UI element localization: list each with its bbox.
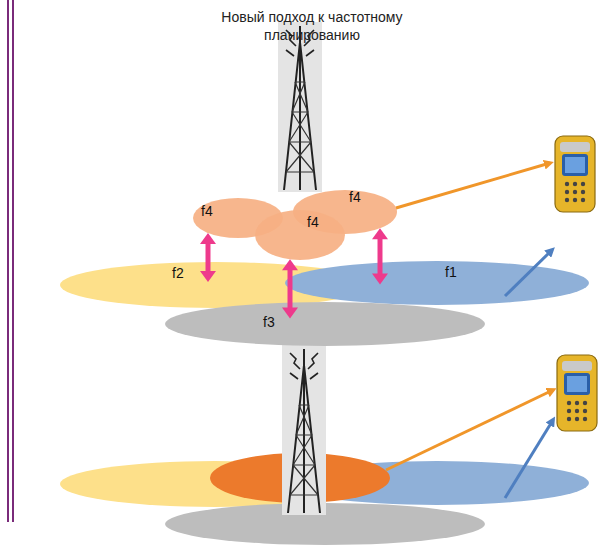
frequency-label: f4 [349, 189, 361, 205]
cell-ellipse: f3 [165, 302, 485, 346]
phone-icon [555, 136, 595, 212]
link-arrow [386, 390, 553, 470]
ellipse-fill [165, 302, 485, 346]
ellipse-fill [285, 261, 589, 305]
frame-line [7, 0, 9, 522]
slide-title: Новый подход к частотному планированию [217, 8, 407, 44]
cell-ellipse: f1 [285, 261, 589, 305]
phone-icon [557, 355, 597, 431]
frequency-label: f3 [263, 314, 275, 330]
link-arrow [505, 250, 552, 296]
tower-icon [278, 22, 322, 192]
ellipse-outline [285, 261, 589, 305]
frame-line [12, 0, 14, 522]
frequency-label: f2 [172, 265, 184, 281]
ellipse-outline [165, 302, 485, 346]
link-arrow [396, 163, 550, 208]
ellipse-outline [255, 210, 345, 260]
ellipse-fill [255, 210, 345, 260]
link-arrow [505, 420, 553, 498]
frequency-label: f4 [201, 203, 213, 219]
frequency-link [282, 259, 298, 318]
frequency-label: f4 [307, 214, 319, 230]
frequency-link [372, 228, 388, 284]
tower-icon [282, 345, 326, 515]
cell-ellipse: f4 [255, 210, 345, 260]
frequency-link [200, 233, 216, 282]
frequency-label: f1 [445, 264, 457, 280]
